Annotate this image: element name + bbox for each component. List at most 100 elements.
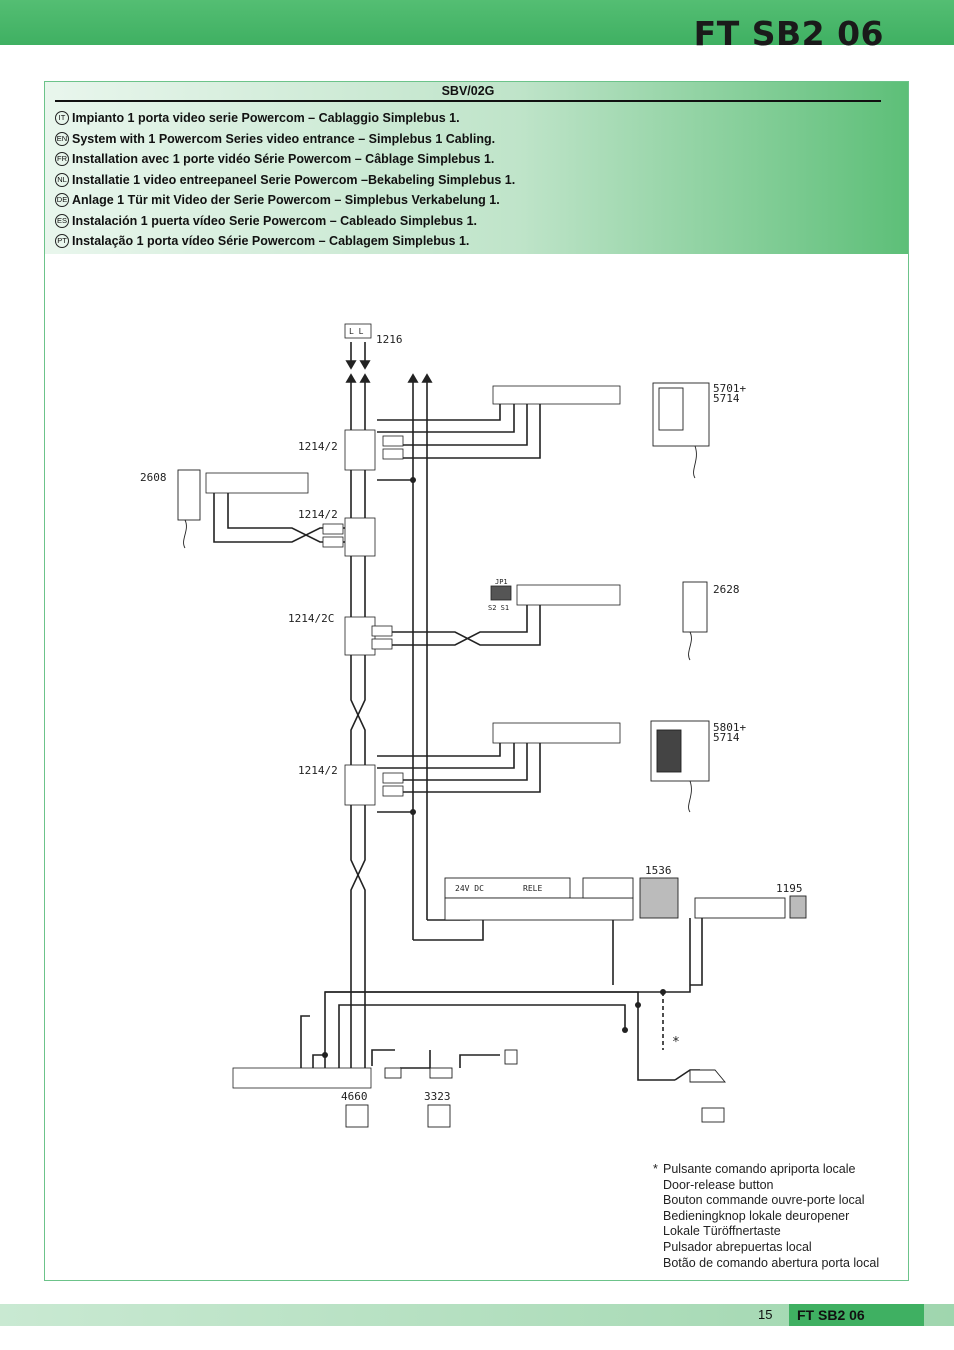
description-text: Instalación 1 puerta vídeo Serie Powerco… [72, 213, 477, 228]
psu-right-label: RELE [523, 884, 542, 893]
wire [377, 742, 515, 769]
terminal-strip-monitor2 [492, 722, 621, 744]
door-lock [689, 1069, 726, 1123]
connector-block [344, 323, 372, 339]
splitter-1214-2-b [322, 517, 376, 557]
wire [400, 402, 541, 459]
description-text: Anlage 1 Tür mit Video der Serie Powerco… [72, 193, 500, 208]
wire [377, 742, 501, 757]
camera-module-3323 [384, 1049, 518, 1128]
description-text: System with 1 Powercom Series video entr… [72, 131, 496, 146]
description-text: Installation avec 1 porte vidéo Série Po… [72, 152, 495, 167]
lang-fr-badge: FR [55, 152, 69, 167]
handset-2608 [177, 469, 201, 549]
junction-dot [622, 1027, 628, 1033]
footnote-line: Bouton commande ouvre-porte local [663, 1193, 865, 1208]
lang-pt-badge: PT [55, 234, 69, 249]
entrance-panel-terminal [232, 1067, 372, 1089]
jumper-pos-label: S2 S1 [488, 604, 509, 612]
junction-dot [410, 809, 416, 815]
lang-de-badge: DE [55, 193, 69, 208]
monitor-label: 5801+ [713, 721, 746, 734]
entrance-panel-4660 [345, 1104, 369, 1128]
footnote-line: Lokale Türöffnertaste [663, 1224, 781, 1239]
wire [300, 1015, 310, 1080]
terminal-strip-2628 [516, 584, 621, 606]
model-code: SBV/02G [441, 84, 495, 98]
terminal-strip-monitor1 [492, 385, 621, 405]
wire [377, 402, 501, 421]
handset-label: 2608 [140, 471, 167, 484]
junction-dot [660, 989, 666, 995]
terminal-strip-handset-2608 [205, 472, 309, 494]
page-number: 15 [758, 1307, 773, 1322]
monitor-label: 5701+ [713, 382, 746, 395]
splitter-label: 1214/2 [298, 440, 338, 453]
footnote-line: *Pulsante comando apriporta locale [653, 1162, 856, 1176]
monitor-5701 [652, 382, 710, 479]
footnote-line: Bedieningknop lokale deuropener [663, 1208, 850, 1223]
wire [400, 742, 528, 781]
splitter-label: 1214/2C [288, 612, 334, 625]
lang-en-badge: EN [55, 131, 69, 146]
door-release-star: * [672, 1035, 680, 1050]
wiring-diagram: L L 1216 1214/2 1214/2 1214/2C 1214/2 JP… [140, 323, 807, 1128]
monitor-label: 5714 [713, 731, 740, 744]
entrance-panel-label: 4660 [341, 1090, 368, 1103]
description-box [45, 82, 908, 254]
junction-dot [410, 477, 416, 483]
top-bar [0, 0, 954, 45]
lang-es-badge: ES [55, 213, 69, 228]
description-text: Instalação 1 porta vídeo Série Powercom … [72, 234, 470, 249]
connector-text: L L [349, 327, 364, 336]
lang-it-badge: IT [55, 111, 69, 126]
wire [377, 402, 515, 433]
jumper-label: JP1 [495, 578, 508, 586]
footnote: *Pulsante comando apriporta locale Door-… [653, 1162, 880, 1271]
monitor-label: 5714 [713, 392, 740, 405]
lang-nl-badge: NL [55, 172, 69, 187]
footnote-line: Pulsador abrepuertas local [663, 1239, 812, 1254]
splitter-1214-2c [344, 616, 393, 656]
document-title: FT SB2 06 [693, 14, 884, 53]
model-underline [55, 100, 881, 102]
wire [400, 742, 541, 793]
wire [413, 920, 484, 941]
wire [372, 605, 528, 646]
junction-dot [635, 1002, 641, 1008]
content-frame [44, 81, 909, 1281]
wire [400, 1050, 431, 1069]
footnote-line: Botão de comando abertura porta local [663, 1255, 880, 1270]
description-text: Installatie 1 video entreepaneel Serie P… [72, 172, 516, 187]
power-supply-label: 1536 [645, 864, 672, 877]
wire [459, 1054, 500, 1068]
asterisk-icon: * [653, 1162, 658, 1176]
relay-label: 1195 [776, 882, 803, 895]
splitter-1214-2-c [344, 764, 404, 806]
wire [312, 1054, 325, 1070]
psu-left-label: 24V DC [455, 884, 484, 893]
footer-title: FT SB2 06 [789, 1304, 924, 1326]
wire [325, 918, 691, 993]
jumper-block [490, 585, 512, 601]
splitter-label: 1214/2 [298, 508, 338, 521]
power-supply-1536 [444, 877, 679, 921]
wire [690, 918, 703, 986]
wire [372, 605, 541, 646]
monitor-5801 [650, 720, 710, 813]
splitter-label: 1214/2 [298, 764, 338, 777]
handset-2628 [682, 581, 708, 661]
relay-1195 [694, 895, 807, 919]
wire [338, 1004, 626, 1080]
riser-top-label: 1216 [376, 333, 403, 346]
description-text: Impianto 1 porta video serie Powercom – … [72, 111, 460, 126]
splitter-1214-2-a [344, 429, 404, 471]
